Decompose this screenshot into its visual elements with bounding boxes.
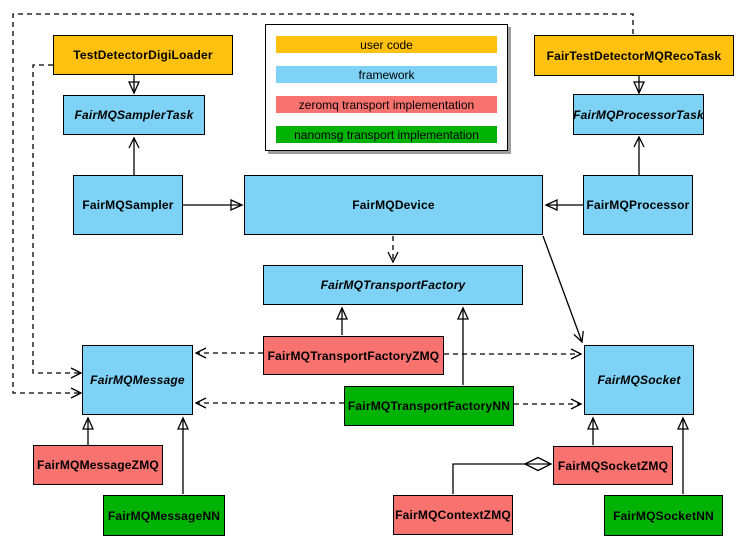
node-fairmqtransportfactoryzmq: FairMQTransportFactoryZMQ (263, 336, 444, 375)
node-label: FairMQProcessorTask (573, 107, 704, 122)
legend-label: zeromq transport implementation (298, 97, 475, 112)
node-label: FairMQContextZMQ (395, 508, 511, 522)
node-fairmqtransportfactorynn: FairMQTransportFactoryNN (344, 386, 514, 426)
node-label: FairMQTransportFactoryZMQ (267, 348, 440, 363)
legend-item-zeromq: zeromq transport implementation (276, 96, 497, 113)
node-fairmqsocket: FairMQSocket (584, 345, 694, 415)
legend-item-nanomsg: nanomsg transport implementation (276, 126, 497, 143)
node-fairmqprocessortask: FairMQProcessorTask (573, 94, 704, 135)
node-label: FairMQTransportFactoryNN (347, 399, 511, 413)
legend: user code framework zeromq transport imp… (265, 24, 508, 151)
node-label: FairMQSocketZMQ (557, 458, 669, 473)
node-fairmqdevice: FairMQDevice (244, 175, 543, 235)
node-label: FairMQMessageZMQ (37, 458, 159, 472)
node-label: FairMQProcessor (586, 198, 690, 212)
node-label: FairTestDetectorMQRecoTask (546, 48, 722, 63)
node-label: FairMQTransportFactory (320, 278, 466, 292)
node-label: FairMQSamplerTask (74, 108, 194, 122)
node-fairtestdetectormqrecotask: FairTestDetectorMQRecoTask (534, 35, 734, 76)
node-fairmqmessagenn: FairMQMessageNN (103, 495, 225, 536)
node-fairmqprocessor: FairMQProcessor (583, 175, 693, 235)
node-fairmqmessage: FairMQMessage (82, 345, 193, 415)
node-fairmqmessagezmq: FairMQMessageZMQ (33, 445, 163, 485)
node-fairmqsamplertask: FairMQSamplerTask (63, 95, 205, 135)
node-fairmqcontextzmq: FairMQContextZMQ (393, 495, 513, 535)
legend-label: nanomsg transport implementation (294, 127, 479, 142)
node-label: FairMQDevice (352, 198, 435, 212)
legend-label: framework (358, 67, 415, 82)
legend-item-framework: framework (276, 66, 497, 83)
node-label: FairMQSampler (82, 198, 174, 212)
node-label: FairMQMessage (90, 373, 185, 387)
node-fairmqsocketzmq: FairMQSocketZMQ (553, 446, 673, 485)
edge-digiloader-to-message (32, 64, 83, 379)
node-fairmqtransportfactory: FairMQTransportFactory (263, 265, 523, 305)
edge-device-to-socket (542, 235, 584, 344)
edge-recotask-to-message (12, 13, 634, 399)
node-fairmqsocketnn: FairMQSocketNN (604, 495, 723, 536)
node-testdetectordigiloader: TestDetectorDigiLoader (53, 35, 233, 75)
node-label: TestDetectorDigiLoader (73, 48, 213, 62)
node-fairmqsampler: FairMQSampler (73, 175, 183, 235)
legend-item-user-code: user code (276, 36, 497, 53)
node-label: FairMQMessageNN (107, 508, 221, 523)
legend-label: user code (360, 37, 413, 52)
node-label: FairMQSocketNN (613, 508, 714, 523)
edge-contextzmq-to-socketzmq (452, 464, 551, 494)
node-label: FairMQSocket (597, 373, 681, 387)
